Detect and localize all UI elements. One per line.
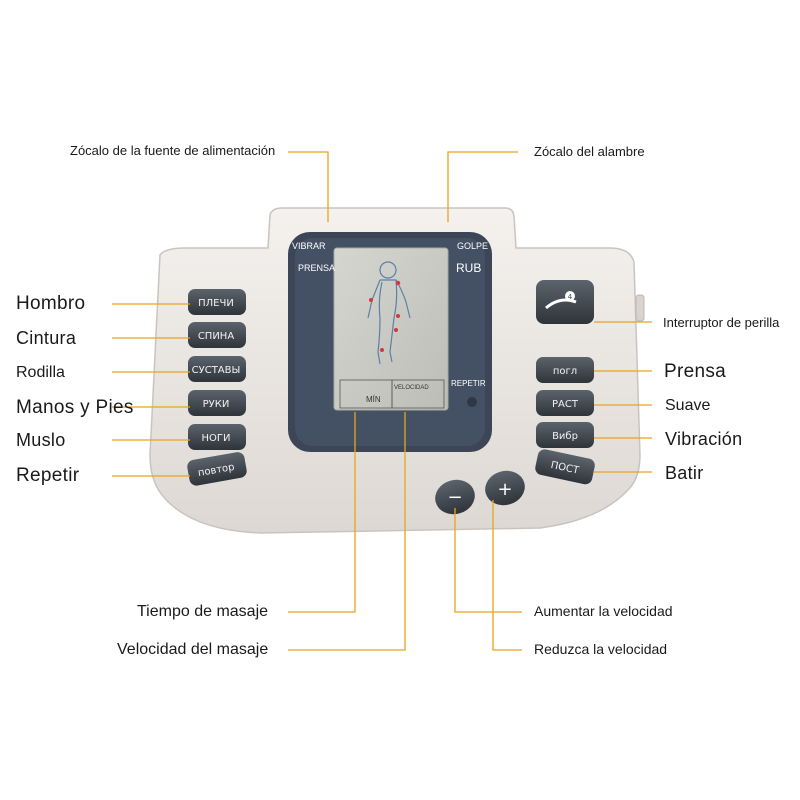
side-socket bbox=[635, 294, 645, 322]
leader-velocidad bbox=[288, 412, 406, 651]
right-button-2[interactable]: Вибр bbox=[536, 422, 594, 448]
label-zocalo-fuente: Zócalo de la fuente de alimentación bbox=[70, 143, 276, 158]
label-muslo: Muslo bbox=[16, 430, 66, 450]
leader-zocalo-fuente bbox=[288, 151, 329, 222]
label-hombro: Hombro bbox=[16, 293, 86, 314]
left-button-5[interactable]: повтор bbox=[186, 451, 248, 487]
lcd-points bbox=[369, 280, 401, 352]
lcd-body-figure bbox=[367, 261, 411, 365]
mode-repetir: REPETIR bbox=[451, 379, 486, 388]
label-rodilla: Rodilla bbox=[16, 364, 65, 381]
leader-zocalo-alambre bbox=[447, 151, 518, 222]
left-button-3[interactable]: РУКИ bbox=[188, 390, 246, 416]
right-button-label: погл bbox=[553, 366, 577, 377]
mode-golpe: GOLPE bbox=[457, 241, 488, 251]
left-button-label: СПИНА bbox=[198, 331, 235, 342]
minus-key[interactable]: − bbox=[431, 475, 478, 518]
mode-rub: RUB bbox=[456, 261, 481, 275]
minus-key-label: − bbox=[447, 487, 462, 508]
left-button-label: НОГИ bbox=[202, 433, 231, 444]
mode-prensa: PRENSA bbox=[298, 263, 335, 273]
leader-tiempo bbox=[288, 412, 356, 613]
plus-key-label: + bbox=[497, 479, 512, 500]
label-cintura: Cintura bbox=[16, 328, 77, 348]
label-interruptor: Interruptor de perilla bbox=[663, 315, 780, 330]
label-batir: Batir bbox=[665, 463, 704, 483]
left-button-label: РУКИ bbox=[203, 399, 230, 410]
lcd-screen bbox=[333, 247, 449, 411]
right-button-3[interactable]: ПОСТ bbox=[534, 448, 596, 485]
label-zocalo-alambre: Zócalo del alambre bbox=[534, 144, 645, 159]
left-button-1[interactable]: СПИНА bbox=[188, 322, 246, 348]
leader-reduzca bbox=[492, 500, 522, 651]
right-button-1[interactable]: РАСТ bbox=[536, 390, 594, 416]
right-button-label: РАСТ bbox=[552, 399, 579, 410]
left-button-group: ПЛЕЧИ СПИНА СУСТАВЫ РУКИ НОГИ повтор bbox=[186, 289, 248, 487]
label-repetir: Repetir bbox=[16, 465, 80, 486]
label-vibracion: Vibración bbox=[665, 429, 743, 449]
left-button-label: СУСТАВЫ bbox=[192, 365, 241, 376]
knob-switch[interactable]: 4 bbox=[536, 280, 594, 324]
left-button-label: ПЛЕЧИ bbox=[198, 298, 234, 309]
lcd-velocidad-label: VELOCIDAD bbox=[394, 385, 429, 391]
label-tiempo-masaje: Tiempo de masaje bbox=[137, 603, 269, 620]
leader-lines bbox=[112, 151, 652, 651]
label-aumentar: Aumentar la velocidad bbox=[534, 603, 673, 619]
mode-vibrar: VIBRAR bbox=[292, 241, 326, 251]
left-button-0[interactable]: ПЛЕЧИ bbox=[188, 289, 246, 315]
svg-text:4: 4 bbox=[568, 293, 573, 301]
label-reduzca: Reduzca la velocidad bbox=[534, 641, 668, 657]
right-button-0[interactable]: погл bbox=[536, 357, 594, 383]
repetir-led bbox=[467, 397, 477, 407]
right-button-label: Вибр bbox=[552, 431, 578, 442]
leader-aumentar bbox=[454, 508, 522, 613]
lcd-speed-box bbox=[391, 379, 445, 409]
lcd-min-label: MÍN bbox=[366, 395, 381, 404]
label-suave: Suave bbox=[665, 397, 711, 414]
left-button-2[interactable]: СУСТАВЫ bbox=[188, 356, 246, 382]
plus-key[interactable]: + bbox=[481, 466, 528, 509]
label-manos-pies: Manos y Pies bbox=[16, 397, 134, 418]
label-velocidad-masaje: Velocidad del masaje bbox=[117, 641, 269, 658]
label-prensa: Prensa bbox=[664, 361, 727, 382]
left-button-4[interactable]: НОГИ bbox=[188, 424, 246, 450]
